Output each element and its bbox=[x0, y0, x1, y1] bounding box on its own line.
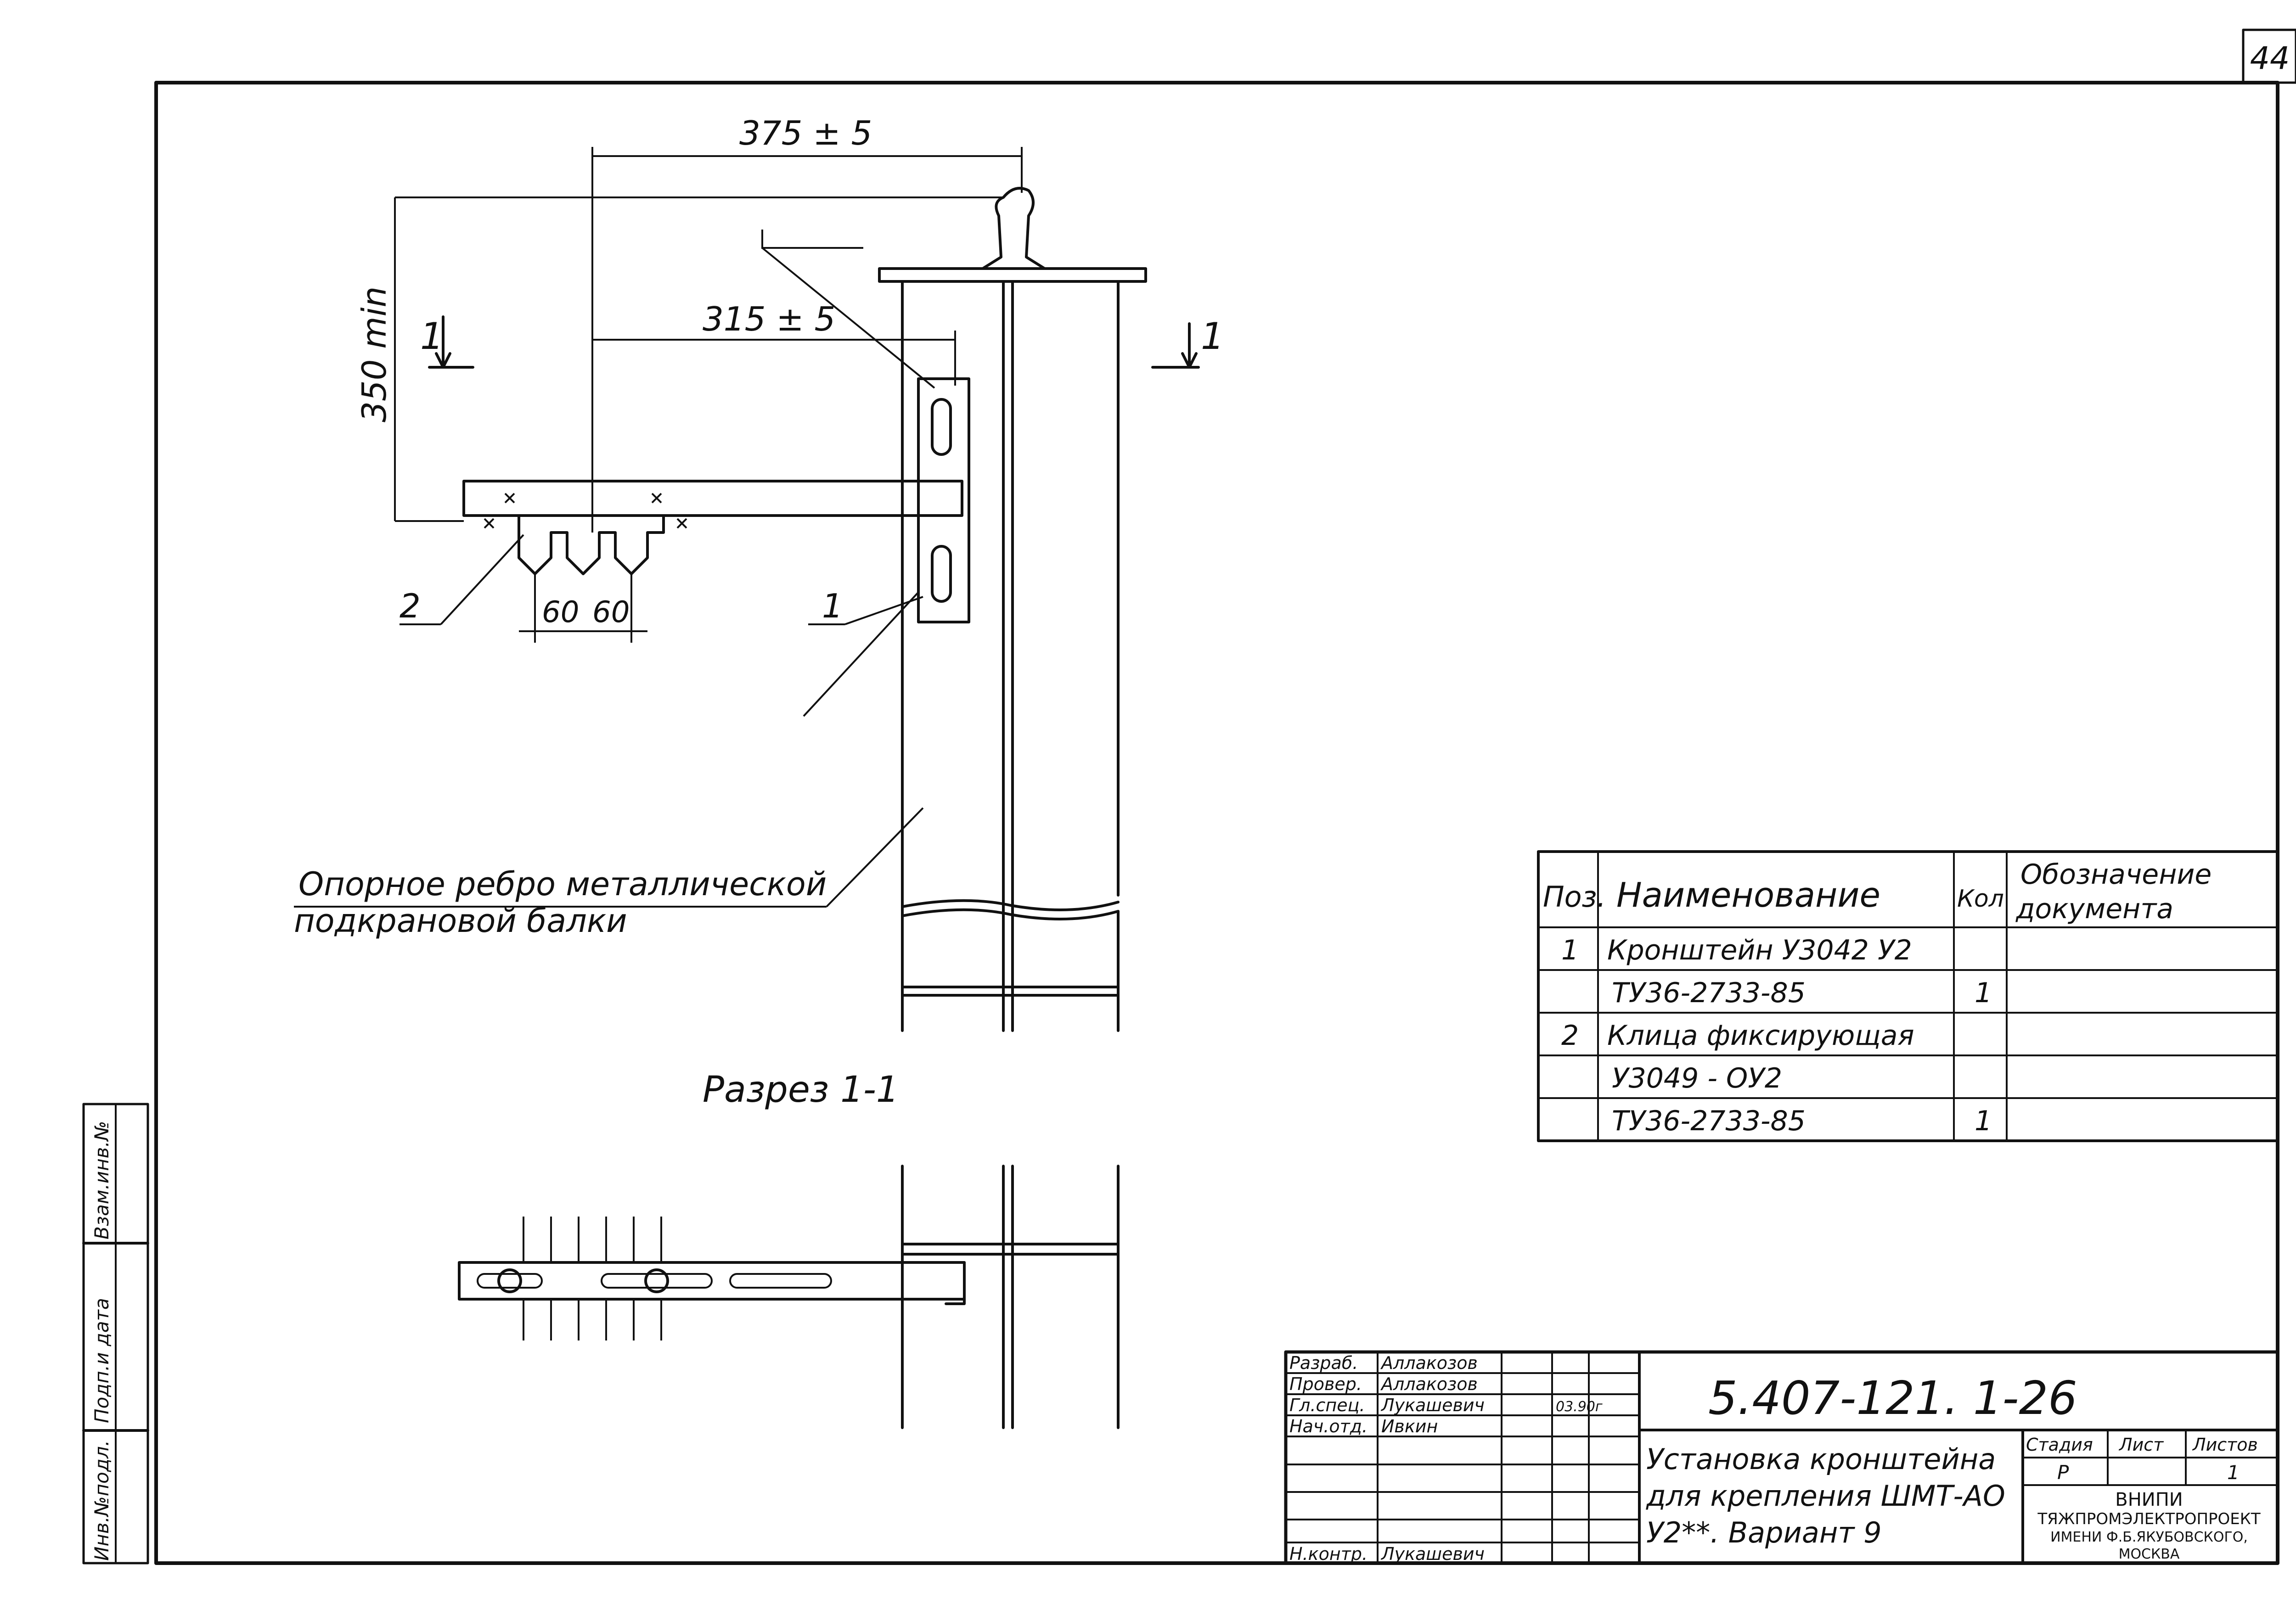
title-block-grid bbox=[1284, 1350, 2279, 1565]
tb-org-line-3: ИМЕНИ Ф.Б.ЯКУБОВСКОГО, bbox=[2050, 1529, 2248, 1545]
dim-inner-width: 315 ± 5 bbox=[703, 300, 835, 338]
tb-name-2: Аллакозов bbox=[1380, 1374, 1478, 1394]
callout-1: 1 bbox=[822, 587, 843, 625]
tb-name-1: Аллакозов bbox=[1380, 1353, 1478, 1373]
margin-stamp bbox=[82, 1103, 149, 1565]
spec-row-2-qty: 1 bbox=[1975, 977, 1992, 1009]
dimension-lines bbox=[394, 147, 1023, 643]
tb-title-line-3: У2**. Вариант 9 bbox=[1646, 1516, 1882, 1549]
sheet-frame bbox=[154, 28, 2296, 1565]
rib-note-line-2: подкрановой балки bbox=[294, 902, 627, 940]
spec-table-grid bbox=[1537, 850, 2279, 1142]
rib-note-line-1: Опорное ребро металлической bbox=[298, 865, 827, 903]
tb-stage-label: Стадия bbox=[2026, 1435, 2093, 1455]
tb-sheet-label: Лист bbox=[2118, 1435, 2164, 1455]
tb-org-line-4: МОСКВА bbox=[2119, 1546, 2180, 1562]
tb-stage-value: Р bbox=[2057, 1461, 2069, 1484]
spec-header-doc-line-1: Обозначение bbox=[2020, 858, 2212, 891]
tb-org-line-2: ТЯЖПРОМЭЛЕКТРОПРОЕКТ bbox=[2037, 1510, 2261, 1528]
callout-2: 2 bbox=[400, 587, 421, 625]
tb-role-7: Н.контр. bbox=[1289, 1544, 1367, 1564]
tb-title-line-2: для крепления ШМТ-АО bbox=[1646, 1479, 2005, 1513]
dim-height: 350 min bbox=[355, 286, 394, 422]
tb-doc-number: 5.407-121. 1-26 bbox=[1708, 1371, 2077, 1425]
section-mark-right: 1 bbox=[1201, 315, 1224, 358]
dim-overall-width: 375 ± 5 bbox=[739, 114, 872, 152]
margin-stamp-cell-1: Взам.инв.№ bbox=[90, 1121, 113, 1239]
tb-role-1: Разраб. bbox=[1289, 1353, 1358, 1373]
tb-sheets-label: Листов bbox=[2192, 1435, 2258, 1455]
sheet-number: 44 bbox=[2250, 40, 2290, 77]
tb-org-line-1: ВНИПИ bbox=[2115, 1489, 2183, 1510]
tb-name-3: Лукашевич bbox=[1380, 1395, 1485, 1415]
plan-view bbox=[458, 1165, 1120, 1429]
margin-stamp-cell-3: Инв.№подл. bbox=[90, 1440, 113, 1561]
section-mark-left: 1 bbox=[420, 315, 444, 358]
margin-stamp-cell-2: Подп.и дата bbox=[90, 1298, 113, 1423]
spec-row-5-qty: 1 bbox=[1975, 1105, 1992, 1137]
spec-row-5-name: ТУ36-2733-85 bbox=[1612, 1105, 1806, 1137]
tb-role-3: Гл.спец. bbox=[1289, 1395, 1365, 1415]
tb-name-7: Лукашевич bbox=[1380, 1544, 1485, 1564]
spec-row-3-pos: 2 bbox=[1561, 1020, 1579, 1052]
spec-header-name: Наименование bbox=[1616, 875, 1880, 915]
elevation-view bbox=[294, 187, 1200, 1032]
spec-row-1-pos: 1 bbox=[1561, 934, 1579, 966]
tb-role-4: Нач.отд. bbox=[1289, 1416, 1367, 1436]
tb-sheets-value: 1 bbox=[2227, 1461, 2240, 1484]
spec-row-3-name: Клица фиксирующая bbox=[1607, 1020, 1914, 1052]
spec-header-qty: Кол bbox=[1957, 885, 2004, 913]
spec-row-2-name: ТУ36-2733-85 bbox=[1612, 977, 1806, 1009]
dim-spacing-b: 60 bbox=[592, 595, 630, 629]
tb-date: 03.90г bbox=[1556, 1399, 1603, 1415]
tb-role-2: Провер. bbox=[1289, 1374, 1362, 1394]
section-title: Разрез 1-1 bbox=[703, 1069, 899, 1110]
dim-spacing-a: 60 bbox=[542, 595, 579, 629]
spec-header-pos: Поз. bbox=[1543, 880, 1606, 914]
spec-row-4-name: У3049 - ОУ2 bbox=[1612, 1062, 1782, 1094]
tb-title-line-1: Установка кронштейна bbox=[1646, 1442, 1996, 1476]
spec-row-1-name: Кронштейн У3042 У2 bbox=[1607, 934, 1912, 966]
spec-header-doc-line-2: документа bbox=[2015, 893, 2173, 925]
tb-name-4: Ивкин bbox=[1381, 1416, 1438, 1436]
